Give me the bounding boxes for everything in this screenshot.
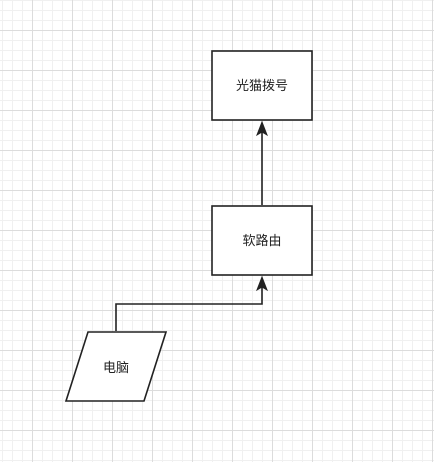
node-computer[interactable]: 电脑 <box>64 331 168 402</box>
arrowhead-router <box>256 275 268 292</box>
node-modem[interactable]: 光猫拨号 <box>211 50 313 121</box>
node-modem-label: 光猫拨号 <box>236 79 288 94</box>
arrowhead-modem <box>256 120 268 137</box>
edge-computer-to-router <box>115 286 263 331</box>
node-computer-label: 电脑 <box>103 361 129 376</box>
node-router[interactable]: 软路由 <box>211 205 313 276</box>
node-router-label: 软路由 <box>242 233 281 249</box>
